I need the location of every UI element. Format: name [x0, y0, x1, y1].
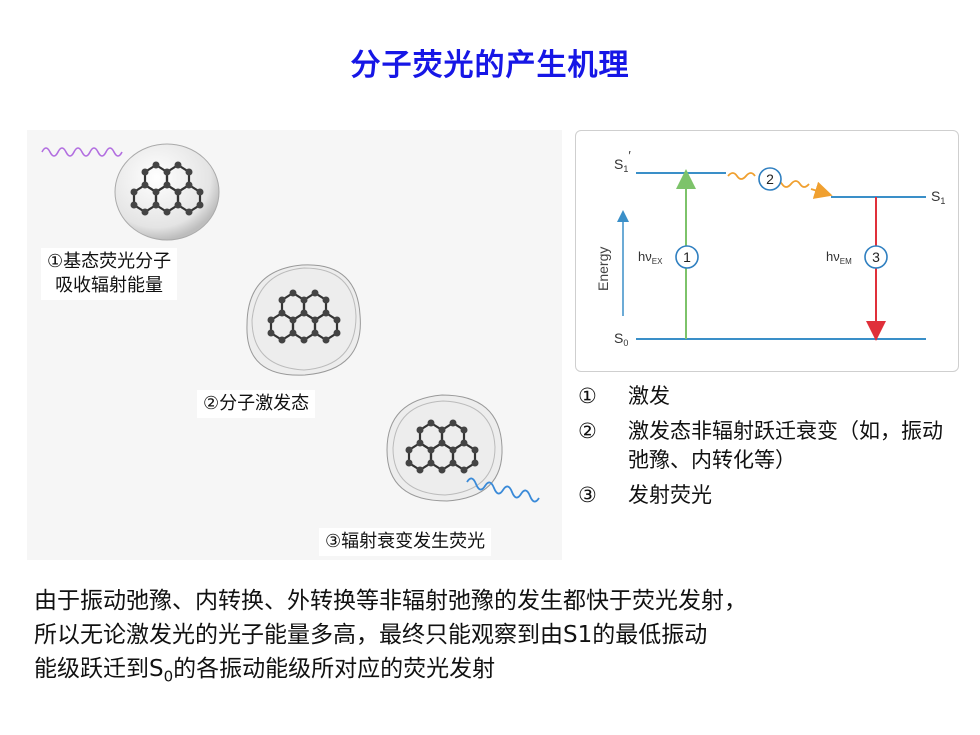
step-text: 激发态非辐射跃迁衰变（如，振动弛豫、内转化等）: [628, 419, 943, 472]
energy-diagram-svg: Energy 2 1 3 S1′ S1 S0 hνEX hνEM: [595, 148, 945, 348]
svg-text:2: 2: [766, 171, 774, 187]
label-s1: S1: [931, 188, 945, 206]
label-hv-ex: hνEX: [638, 249, 663, 266]
svg-text:1: 1: [683, 249, 691, 265]
step-item-2: ② 激发态非辐射跃迁衰变（如，振动弛豫、内转化等）: [578, 417, 958, 475]
step-item-1: ① 激发: [578, 382, 958, 411]
explanation-paragraph: 由于振动弛豫、内转换、外转换等非辐射弛豫的发生都快于荧光发射， 所以无论激发光的…: [34, 584, 964, 694]
steps-list: ① 激发 ② 激发态非辐射跃迁衰变（如，振动弛豫、内转化等） ③ 发射荧光: [578, 382, 958, 516]
step-circle-1: 1: [675, 245, 699, 269]
molecule-illustration: ①基态荧光分子 吸收辐射能量 ②分子激发态 ③辐射衰变发生荧光: [27, 130, 562, 560]
label-s1-prime: S1′: [614, 148, 631, 174]
svg-text:3: 3: [872, 249, 880, 265]
energy-axis-label: Energy: [595, 247, 611, 291]
paragraph-line-2: 所以无论激发光的光子能量多高，最终只能观察到由S1的最低振动: [34, 622, 708, 648]
molecule-drawing: [41, 143, 540, 503]
excited-state-molecule: [246, 264, 361, 376]
energy-level-diagram: Energy 2 1 3 S1′ S1 S0 hνEX hνEM: [575, 130, 959, 372]
paragraph-line-1: 由于振动弛豫、内转换、外转换等非辐射弛豫的发生都快于荧光发射，: [34, 588, 747, 614]
page-title: 分子荧光的产生机理: [350, 48, 630, 83]
emitted-photon-wave: [466, 477, 540, 503]
step-number: ②: [578, 419, 597, 443]
paragraph-line-3: 能级跃迁到S0的各振动能级所对应的荧光发射: [34, 656, 496, 686]
step-text: 激发: [628, 384, 670, 408]
ground-state-molecule: [114, 143, 220, 241]
step-circle-2: 2: [758, 167, 782, 191]
step-number: ③: [578, 483, 597, 507]
incoming-photon-wave: [41, 147, 123, 157]
caption-excited-state: ②分子激发态: [197, 390, 316, 418]
emitting-molecule: [386, 394, 503, 502]
step-item-3: ③ 发射荧光: [578, 481, 958, 510]
step-number: ①: [578, 384, 597, 408]
caption-emission: ③辐射衰变发生荧光: [319, 528, 492, 556]
label-hv-em: hνEM: [826, 249, 852, 266]
step-text: 发射荧光: [628, 483, 712, 507]
step-circle-3: 3: [864, 245, 888, 269]
caption-ground-state: ①基态荧光分子 吸收辐射能量: [41, 248, 178, 300]
label-s0: S0: [614, 330, 628, 348]
